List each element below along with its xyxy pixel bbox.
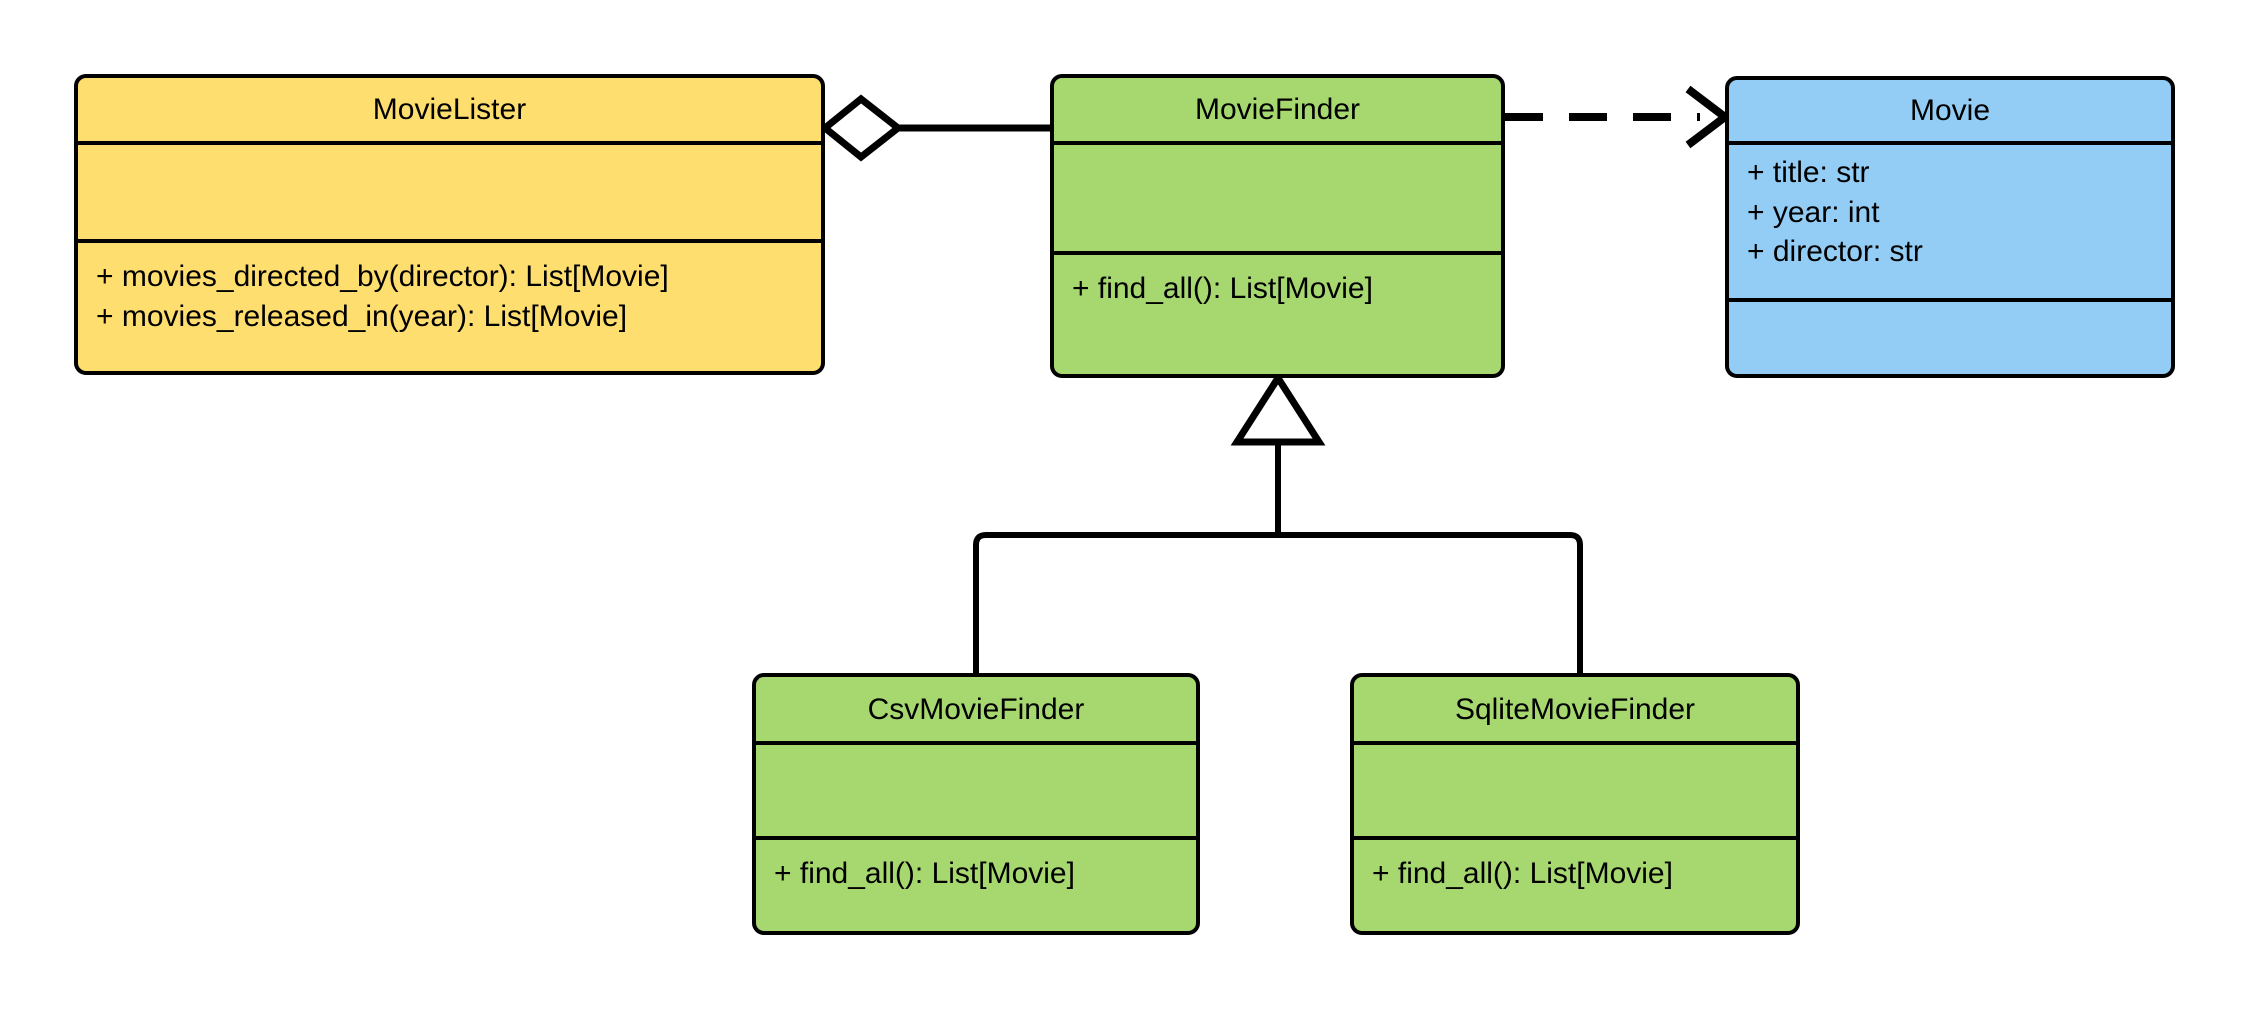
class-name-label: Movie (1909, 94, 1991, 127)
hollow-diamond-icon (819, 94, 904, 162)
class-attributes-compartment (1054, 145, 1501, 255)
class-name-label: MovieFinder (1194, 93, 1361, 126)
class-methods-compartment (1729, 302, 2171, 374)
class-methods-compartment: + find_all(): List[Movie] (756, 840, 1196, 931)
hollow-triangle-icon (1230, 371, 1326, 446)
class-box-movie[interactable]: Movie + title: str + year: int + directo… (1725, 76, 2175, 378)
class-name-compartment: MovieFinder (1054, 78, 1501, 145)
class-name-compartment: CsvMovieFinder (756, 677, 1196, 745)
generalization-fork (973, 532, 1583, 673)
method-row: + find_all(): List[Movie] (1072, 272, 1373, 305)
class-name-label: SqliteMovieFinder (1454, 692, 1696, 726)
method-row: + movies_directed_by(director): List[Mov… (96, 260, 669, 293)
class-attributes-compartment (1354, 745, 1796, 840)
class-name-compartment: Movie (1729, 80, 2171, 145)
attribute-row: + title: str (1747, 156, 1870, 189)
edge-generalization-subclasses-finder (973, 371, 1583, 673)
class-box-movie-lister[interactable]: MovieLister + movies_directed_by(directo… (74, 74, 825, 375)
attribute-row: + director: str (1747, 235, 1923, 269)
open-arrow-icon (1685, 85, 1732, 149)
class-methods-compartment: + find_all(): List[Movie] (1054, 255, 1501, 374)
attribute-row: + year: int (1747, 195, 1880, 229)
class-box-csv-movie-finder[interactable]: CsvMovieFinder + find_all(): List[Movie] (752, 673, 1200, 935)
class-attributes-compartment (756, 745, 1196, 840)
class-name-label: MovieLister (372, 93, 527, 126)
edge-dependency-finder-movie (1505, 85, 1732, 149)
method-row: + find_all(): List[Movie] (1372, 857, 1673, 890)
class-name-label: CsvMovieFinder (867, 692, 1085, 726)
method-row: + movies_released_in(year): List[Movie] (96, 299, 628, 333)
class-methods-compartment: + find_all(): List[Movie] (1354, 840, 1796, 931)
edge-aggregation-lister-finder (819, 94, 1050, 162)
class-name-compartment: SqliteMovieFinder (1354, 677, 1796, 745)
class-attributes-compartment: + title: str + year: int + director: str (1729, 145, 2171, 302)
class-methods-compartment: + movies_directed_by(director): List[Mov… (78, 243, 821, 371)
class-box-movie-finder[interactable]: MovieFinder + find_all(): List[Movie] (1050, 74, 1505, 378)
class-attributes-compartment (78, 145, 821, 243)
class-name-compartment: MovieLister (78, 78, 821, 145)
method-row: + find_all(): List[Movie] (774, 857, 1075, 890)
class-box-sqlite-movie-finder[interactable]: SqliteMovieFinder + find_all(): List[Mov… (1350, 673, 1800, 935)
